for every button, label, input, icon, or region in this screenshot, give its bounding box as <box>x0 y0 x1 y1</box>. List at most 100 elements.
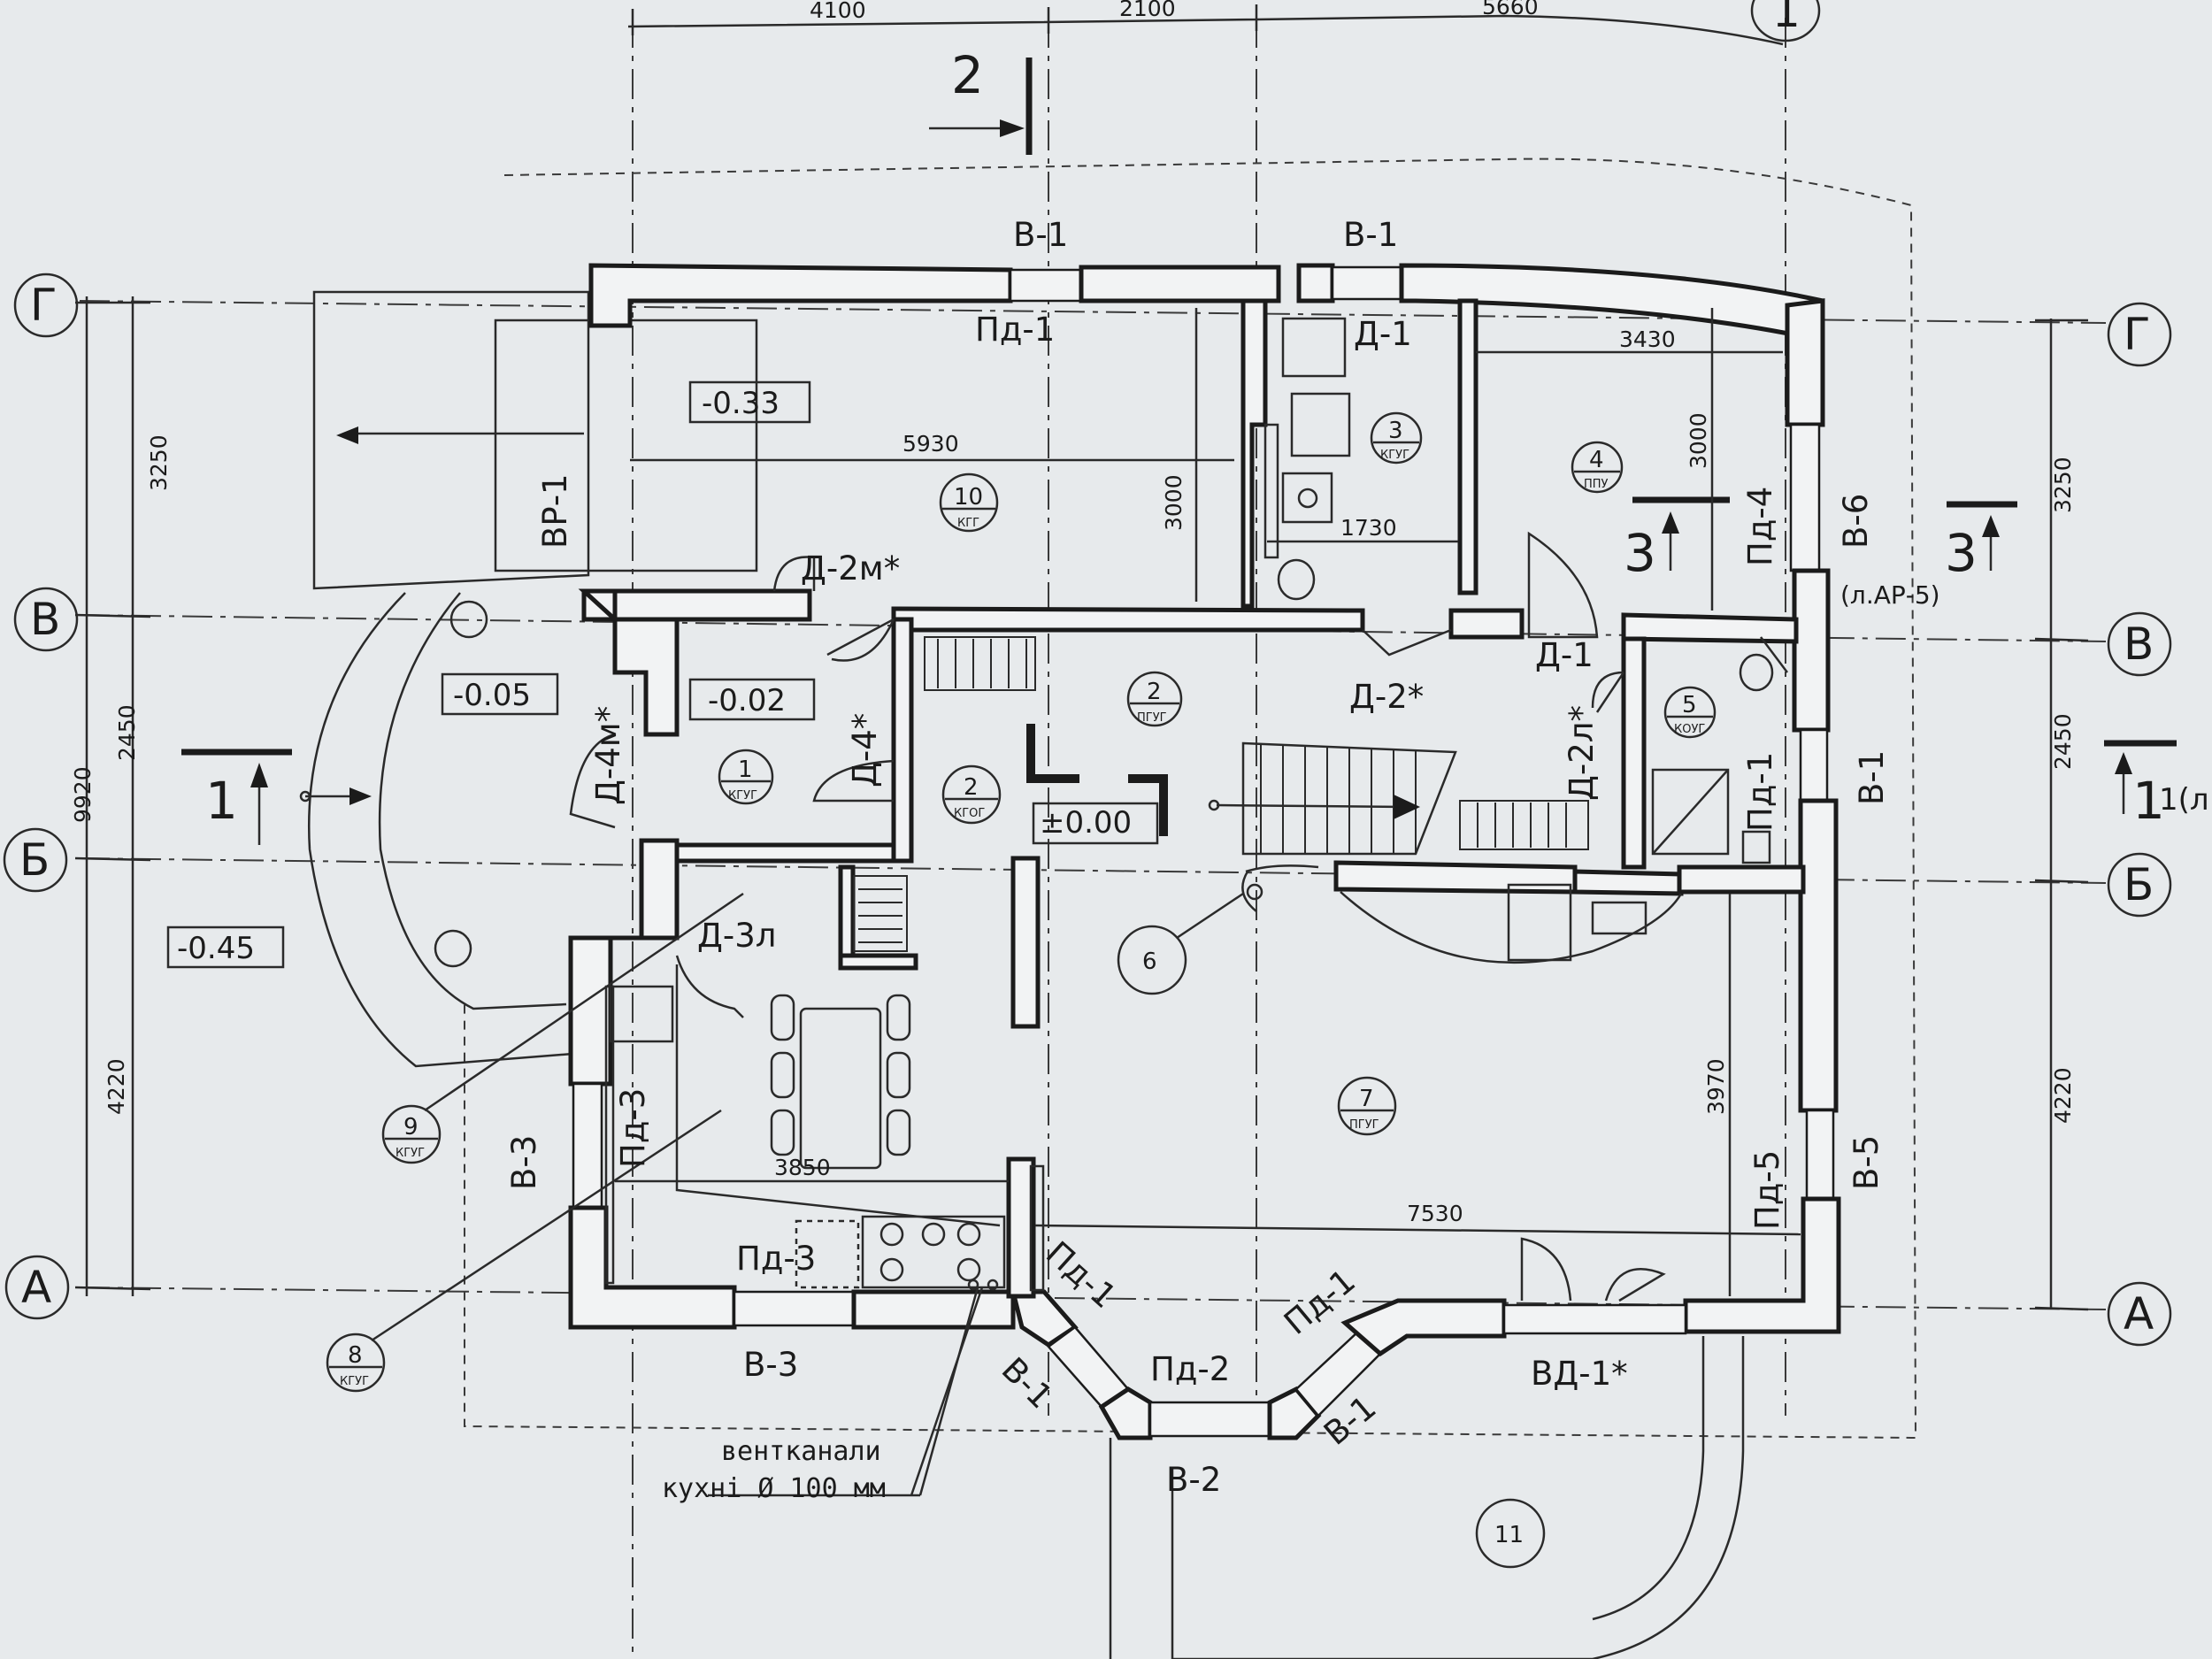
wall-right-lower <box>1798 798 1839 1113</box>
gate-tag: ВР-1 <box>536 473 574 549</box>
tag-sill-pd4: Пд-4 <box>1741 487 1779 566</box>
window-right-v1 <box>1799 728 1829 803</box>
level-room10: -0.33 <box>702 386 780 421</box>
room-7: 7 ПГУГ <box>1337 1076 1397 1136</box>
dim-left-3: 4220 <box>104 1058 129 1115</box>
level-marks: -0.33 -0.05 -0.02 ±0.00 -0.45 <box>166 380 1159 969</box>
svg-text:11: 11 <box>1494 1522 1524 1548</box>
wall-top-mid <box>1079 265 1281 303</box>
wall-kitchen-pier <box>1006 1156 1036 1299</box>
axis-bubble-left-v <box>13 587 79 652</box>
axis-line-g <box>79 300 2107 324</box>
svg-text:ПГУГ: ПГУГ <box>1349 1118 1379 1132</box>
window-bottom-vd1 <box>1502 1303 1687 1335</box>
window-bay-center <box>1148 1401 1271 1438</box>
room-2-hall: 2 ПГУГ <box>1126 671 1183 727</box>
dim-left-1: 3250 <box>146 434 172 491</box>
wall-pantry-left <box>838 864 856 967</box>
wall-b-right <box>1572 869 1684 896</box>
dim-right-2: 2450 <box>2050 713 2076 770</box>
outside-path <box>1109 1336 1745 1659</box>
axis-label-right-v: В <box>2124 618 2154 670</box>
wall-room1-bottom <box>674 842 910 864</box>
section-marker-3-right: 3 <box>1945 501 2017 583</box>
svg-text:2: 2 <box>964 774 979 801</box>
window-right-v6 <box>1789 423 1821 572</box>
axis-bubble-right-b <box>2107 852 2172 918</box>
ventilation-note: вентканали кухні Ø 100 мм <box>662 1286 984 1504</box>
wall-pantry-bottom <box>838 953 918 971</box>
svg-text:10: 10 <box>954 484 983 511</box>
tag-sheet-ref: (л.АР-5) <box>1840 580 1940 610</box>
wall-b-end <box>1677 864 1806 895</box>
dim-living-depth: 3970 <box>1703 1058 1729 1115</box>
level-room1: -0.02 <box>708 683 786 718</box>
level-terrace-top: -0.05 <box>453 678 531 713</box>
wall-mid-center <box>891 606 1365 633</box>
section-label-3-inner: 3 <box>1624 523 1656 583</box>
tag-window-v3-bottom: В-3 <box>743 1346 798 1384</box>
axis-bubbles-right: Г В Б А <box>2107 302 2172 1347</box>
tag-sill-pd1-top: Пд-1 <box>975 311 1055 349</box>
axis-label-left-b: Б <box>19 834 50 886</box>
dim-left-total: 9920 <box>70 766 96 823</box>
section-marker-3-inner: 3 <box>1624 496 1730 583</box>
dim-right-1: 3250 <box>2050 457 2076 513</box>
wall-bay-right-pier <box>1340 1298 1507 1357</box>
tag-window-v3-left: В-3 <box>505 1135 543 1190</box>
svg-text:КГУГ: КГУГ <box>340 1375 369 1388</box>
tag-window-top-2: В-1 <box>1343 216 1398 254</box>
section-label-1-left: 1 <box>205 771 238 831</box>
room-1: 1 КГУГ <box>718 749 774 805</box>
window-top-1 <box>1009 268 1083 303</box>
axis-bubbles-left: Г В Б А <box>3 273 79 1320</box>
wall-left-lower-jog <box>568 838 680 1087</box>
wall-hall-column <box>1010 856 1041 1029</box>
window-right-v5 <box>1805 1109 1835 1201</box>
axis-bubble-col-top <box>1750 0 1821 42</box>
dim-room4-depth: 3000 <box>1686 412 1711 469</box>
axis-bubble-left-a <box>4 1255 70 1320</box>
axis-label-left-a: А <box>21 1262 51 1313</box>
tag-sill-pd5: Пд-5 <box>1748 1150 1786 1230</box>
section-marker-1-right: 1 <box>2104 740 2177 831</box>
tag-door-d2l: Д-2л* <box>1563 705 1601 801</box>
room-4: 4 ППУ <box>1571 441 1624 494</box>
terrace-area <box>299 290 758 1068</box>
axis-bubble-left-b <box>3 827 68 893</box>
axis-bubble-right-g <box>2107 302 2172 367</box>
svg-text:КОУГ: КОУГ <box>1674 723 1705 736</box>
svg-text:КГОГ: КГОГ <box>954 807 985 820</box>
axis-label-right-g: Г <box>2124 309 2151 360</box>
wall-b-center <box>1333 860 1578 895</box>
tag-door-d2m: Д-2м* <box>801 549 900 588</box>
section-label-3-right: 3 <box>1945 523 1978 583</box>
svg-text:КГУГ: КГУГ <box>728 789 757 803</box>
room-9: 9 КГУГ <box>381 892 744 1164</box>
walls <box>568 263 1841 1440</box>
room-3: 3 КГУГ <box>1370 411 1423 465</box>
wall-mid-pier <box>1448 608 1525 640</box>
doors-swings <box>569 531 1788 1302</box>
inner-dimensions: 5930 3000 1730 3430 3000 3850 7530 3970 <box>615 308 1801 1296</box>
tag-window-vd1: ВД-1* <box>1531 1355 1628 1393</box>
left-dimension-chain: 3250 2450 4220 9920 <box>70 296 172 1296</box>
dim-room10-depth: 3000 <box>1161 474 1187 531</box>
dim-top-3: 5660 <box>1482 0 1539 19</box>
tag-door-d3l: Д-3л <box>697 917 776 955</box>
room-11: 11 <box>1475 1498 1546 1569</box>
right-dimension-chain: 3250 2450 4220 <box>2034 319 2089 1311</box>
section-label-1-right: 1 <box>2132 771 2165 831</box>
dim-left-2: 2450 <box>114 704 140 761</box>
tag-sill-pd3-left: Пд-3 <box>614 1088 652 1168</box>
tag-door-d1-top: Д-1 <box>1354 315 1412 353</box>
tag-sill-pd1-right: Пд-1 <box>1741 752 1779 832</box>
tag-door-d1-right: Д-1 <box>1535 636 1594 674</box>
window-top-2 <box>1331 265 1403 301</box>
wall-room5-left <box>1621 636 1647 870</box>
dim-right-3: 4220 <box>2050 1067 2076 1124</box>
tag-sill-pd2: Пд-2 <box>1150 1350 1230 1388</box>
axis-bubble-right-v <box>2107 611 2172 677</box>
window-left-v3 <box>572 1082 603 1210</box>
